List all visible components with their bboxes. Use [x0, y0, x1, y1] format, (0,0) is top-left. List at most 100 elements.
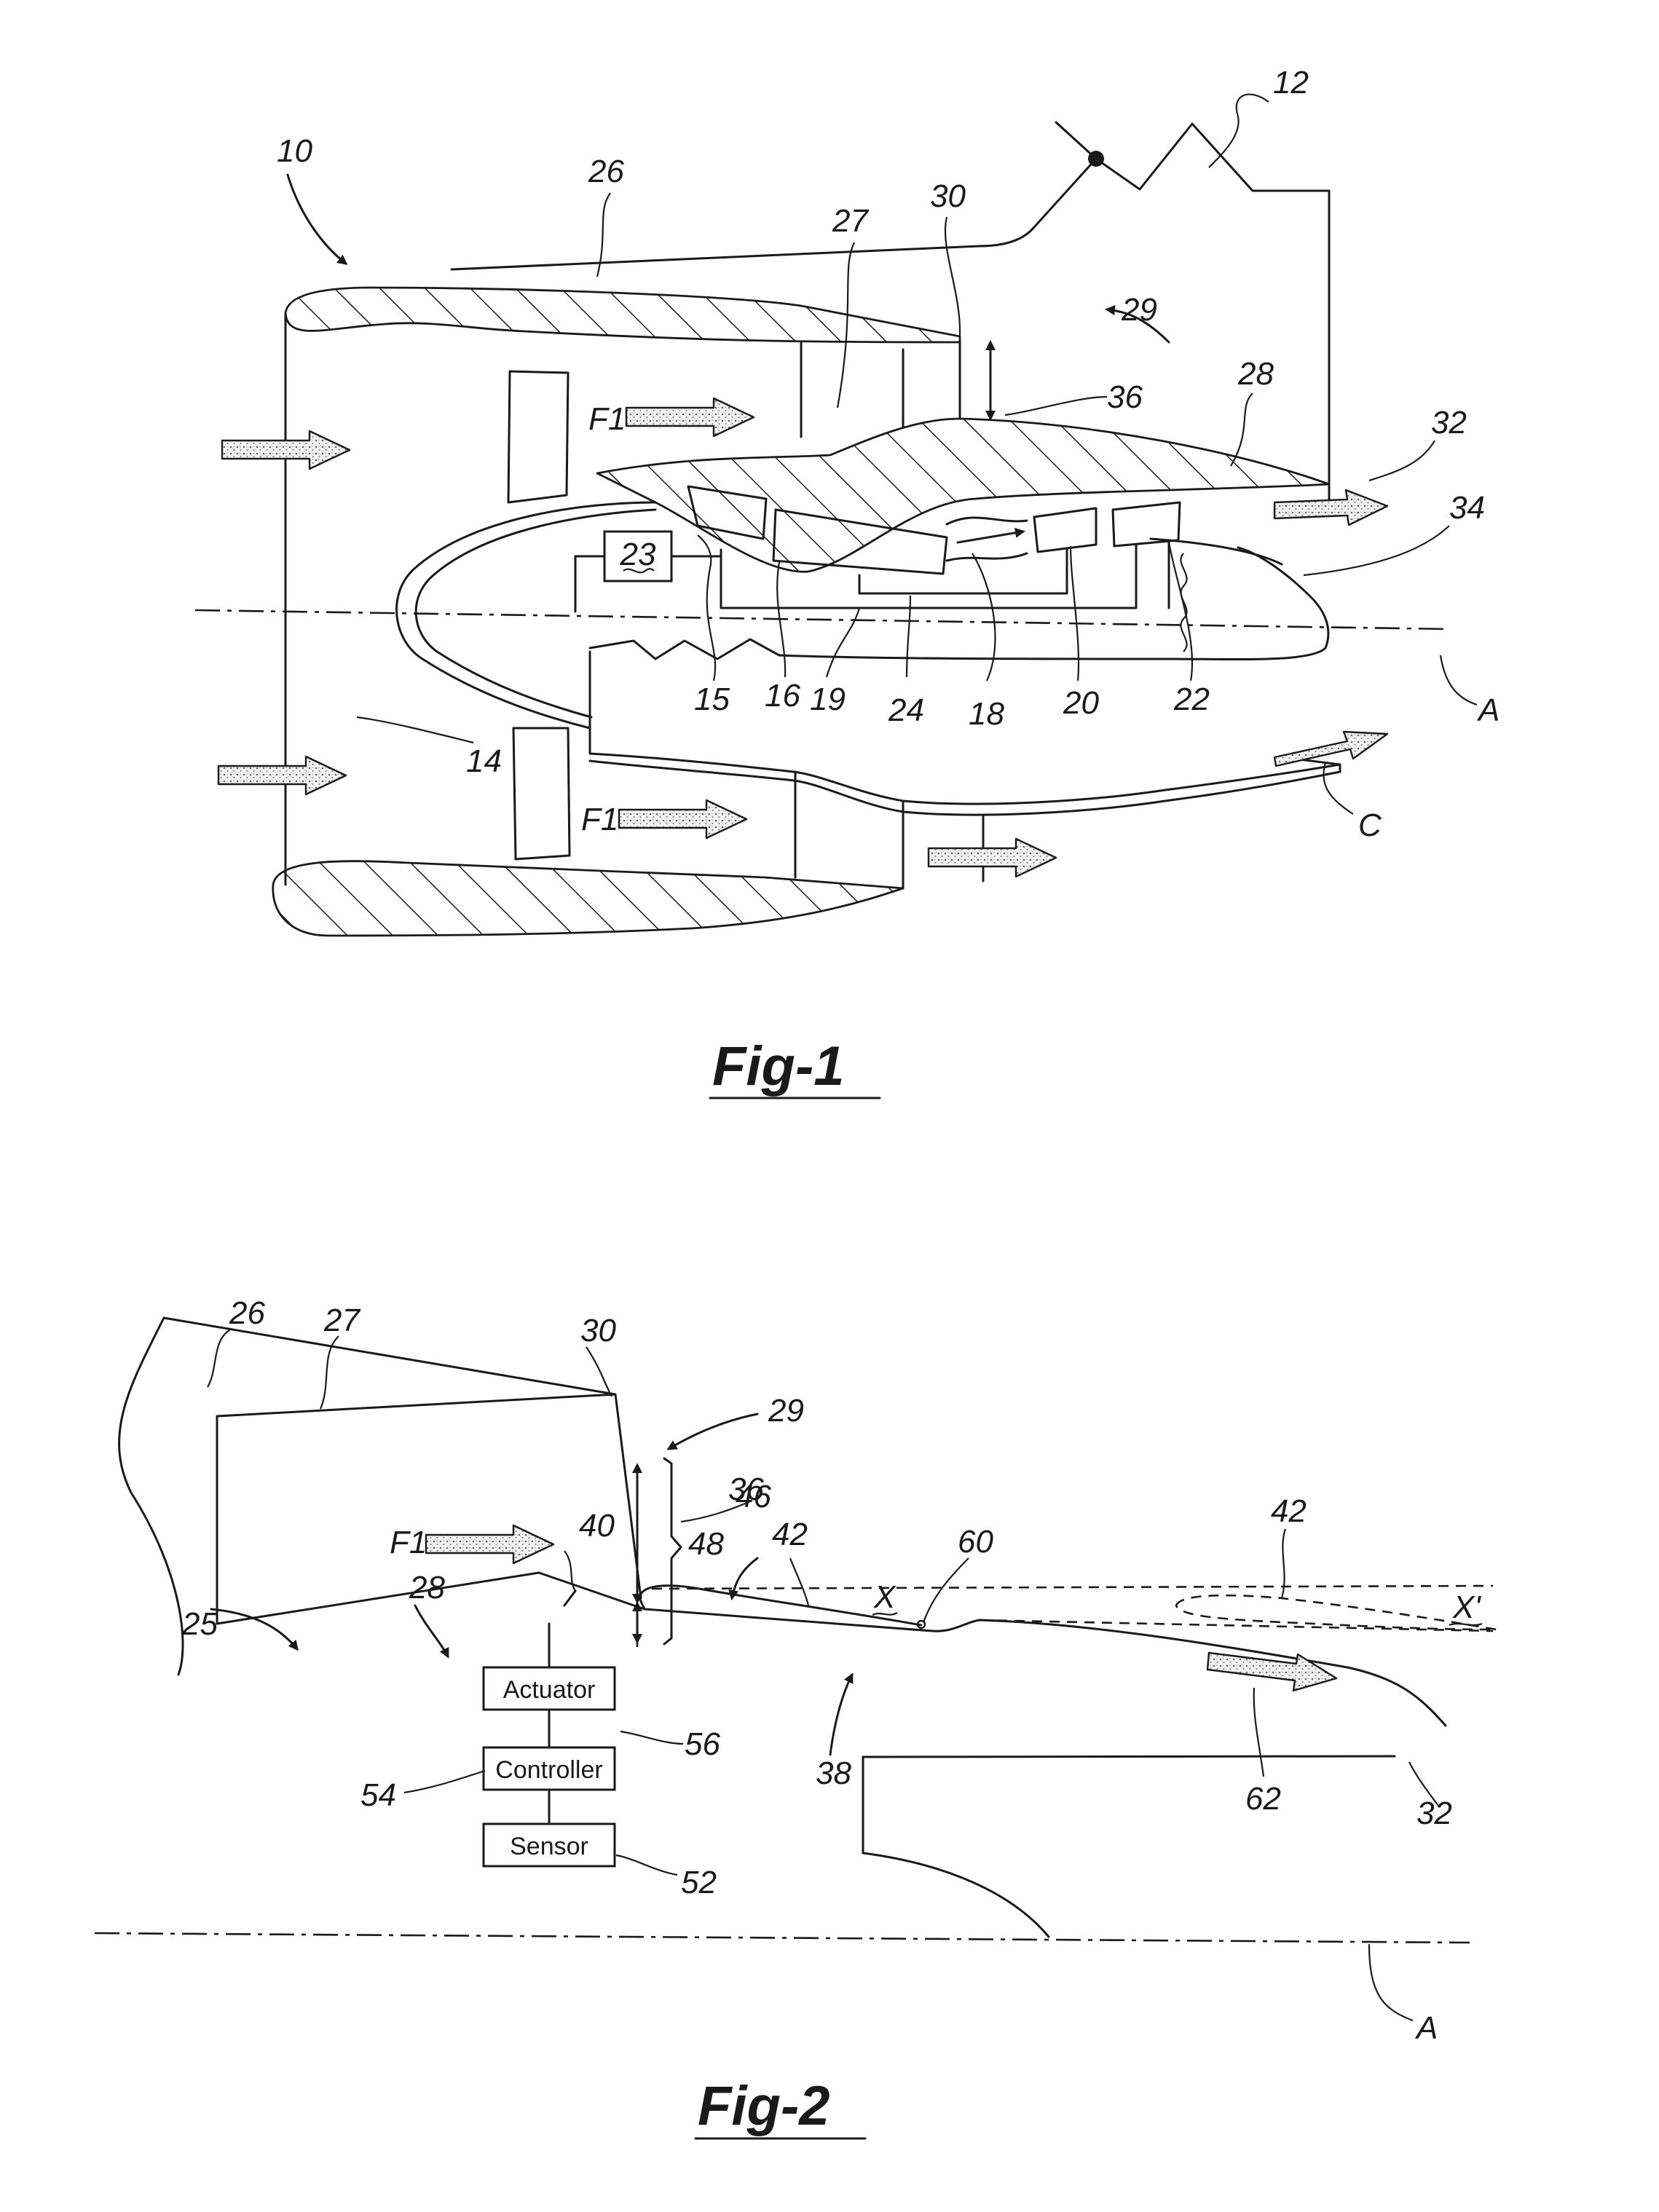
- label-bypass-flow-path: 27: [832, 203, 869, 239]
- label-tail-cone: 34: [1449, 490, 1485, 526]
- leader-32: [1369, 441, 1435, 481]
- leader-54: [404, 1771, 485, 1793]
- fan-blade-lower: [513, 728, 570, 859]
- fan-nacelle-profile: [119, 1318, 183, 1675]
- label-core-exhaust-fig2: 32: [1416, 1796, 1452, 1831]
- leader-14: [357, 717, 473, 743]
- label-low-spool: 24: [888, 692, 924, 728]
- label-controller-ref: 54: [360, 1777, 396, 1813]
- label-bypass-flow-bottom: F1: [581, 802, 618, 837]
- label-low-turbine: 22: [1173, 682, 1210, 717]
- label-combustor: 18: [969, 696, 1004, 732]
- figure-2: Actuator Controller Sensor 25 26 27 28: [95, 1295, 1497, 2138]
- leader-30: [945, 217, 960, 336]
- high-spool-shaft: [859, 550, 1067, 593]
- nozzle-leader-29: [669, 1414, 757, 1449]
- bypass-exhaust-arrow: [929, 839, 1056, 877]
- inner-body-profile: [863, 1757, 1049, 1937]
- label-axis-fig2: A: [1414, 2010, 1438, 2046]
- leader-25: [211, 1609, 297, 1649]
- leader-A1: [1441, 655, 1477, 705]
- label-trailing-edge-fig2: 30: [580, 1313, 616, 1348]
- core-lower-wavy-outline: [590, 548, 1328, 660]
- inner-body-top: [863, 1756, 1395, 1757]
- label-high-compressor: 16: [765, 678, 800, 714]
- fan-nacelle-upper: [285, 288, 960, 342]
- leader-26-fig2: [208, 1329, 232, 1387]
- leader-56: [620, 1731, 683, 1744]
- label-airflow: 62: [1245, 1781, 1281, 1817]
- label-position-x: X: [873, 1579, 897, 1615]
- core-nacelle-upper: [597, 419, 1329, 572]
- leader-62: [1254, 1688, 1264, 1777]
- bypass-top-edge: [217, 1394, 615, 1416]
- fan-nacelle-lower: [273, 861, 903, 936]
- bypass-flow-arrow-fig2: [426, 1525, 553, 1563]
- leader-28: [1231, 393, 1253, 466]
- label-hinge: 40: [579, 1508, 615, 1544]
- leader-34: [1304, 526, 1449, 575]
- label-position-x-prime: X': [1452, 1589, 1481, 1625]
- exhaust-flow-arrow-62: [1207, 1653, 1336, 1691]
- gear-system-label: 23: [620, 537, 656, 572]
- label-actuator-ref: 56: [685, 1726, 720, 1762]
- figure-1-caption: Fig-1: [712, 1035, 845, 1097]
- figure-2-caption: Fig-2: [698, 2075, 830, 2137]
- combustor-flow-lower: [947, 553, 1027, 561]
- label-nozzle-exit-area: 36: [1107, 379, 1143, 415]
- core-nacelle-lower-inner: [590, 761, 1340, 815]
- core-flow-arrow: [1274, 732, 1387, 766]
- leader-46: [732, 1558, 757, 1598]
- bypass-flow-arrow-lower: [619, 800, 746, 838]
- label-fan-nacelle: 26: [588, 154, 624, 189]
- label-flap-mechanism: 38: [816, 1755, 851, 1791]
- leader-38: [830, 1675, 852, 1755]
- label-engine: 10: [277, 133, 312, 169]
- leader-12: [1209, 95, 1269, 167]
- gap-brace-48: [664, 1458, 681, 1644]
- core-exhaust-arrow: [1274, 490, 1387, 525]
- combustor-flow-arrow: [958, 532, 1023, 542]
- label-low-compressor: 15: [694, 682, 730, 717]
- figure-1: 23 10 1: [195, 65, 1500, 1098]
- hinge-mount: [564, 1591, 575, 1605]
- leader-18: [972, 553, 995, 681]
- engine-centerline-fig2: [95, 1933, 1470, 1943]
- engine-centerline: [195, 610, 1449, 629]
- fan-blade-upper: [508, 371, 568, 502]
- label-core-nacelle: 28: [1237, 356, 1274, 392]
- leader-60: [923, 1558, 969, 1622]
- leader-42-rear: [1282, 1529, 1285, 1598]
- high-turbine-block: [1034, 508, 1096, 552]
- label-flap-rear: 42: [1271, 1493, 1307, 1529]
- inlet-flow-arrow-lower: [218, 757, 346, 794]
- leader-36: [1005, 397, 1107, 415]
- combustor-flow-upper: [947, 518, 1027, 524]
- label-core-exhaust: 32: [1431, 405, 1467, 441]
- label-core-flow: C: [1358, 807, 1382, 843]
- label-pivot: 60: [958, 1524, 993, 1560]
- leader-26: [597, 193, 610, 277]
- pylon-to-nacelle: [452, 159, 1096, 269]
- core-nacelle-lower-outer: [590, 652, 1340, 804]
- bypass-flow-arrow-upper: [626, 398, 754, 436]
- label-gap: 48: [688, 1526, 724, 1562]
- leader-42-front: [790, 1558, 808, 1605]
- leader-28-fig2: [415, 1605, 448, 1656]
- leader-19: [827, 608, 859, 677]
- label-nozzle: 29: [1121, 292, 1157, 328]
- engine-leader-arrow: [288, 175, 346, 264]
- bypass-left-and-inner-edge: [217, 1416, 539, 1624]
- label-axis: A: [1476, 692, 1500, 728]
- label-bypass-flow-top: F1: [588, 401, 626, 437]
- label-inner-surface: 25: [181, 1606, 218, 1642]
- label-fan-nacelle-fig2: 26: [229, 1295, 265, 1331]
- label-shaft: 19: [810, 682, 846, 717]
- label-flap-surface: 46: [736, 1479, 771, 1514]
- label-bypass-flow-path-fig2: 27: [323, 1303, 360, 1338]
- label-high-turbine: 20: [1063, 685, 1099, 721]
- label-nozzle-fig2: 29: [768, 1393, 804, 1429]
- leader-C: [1323, 763, 1353, 814]
